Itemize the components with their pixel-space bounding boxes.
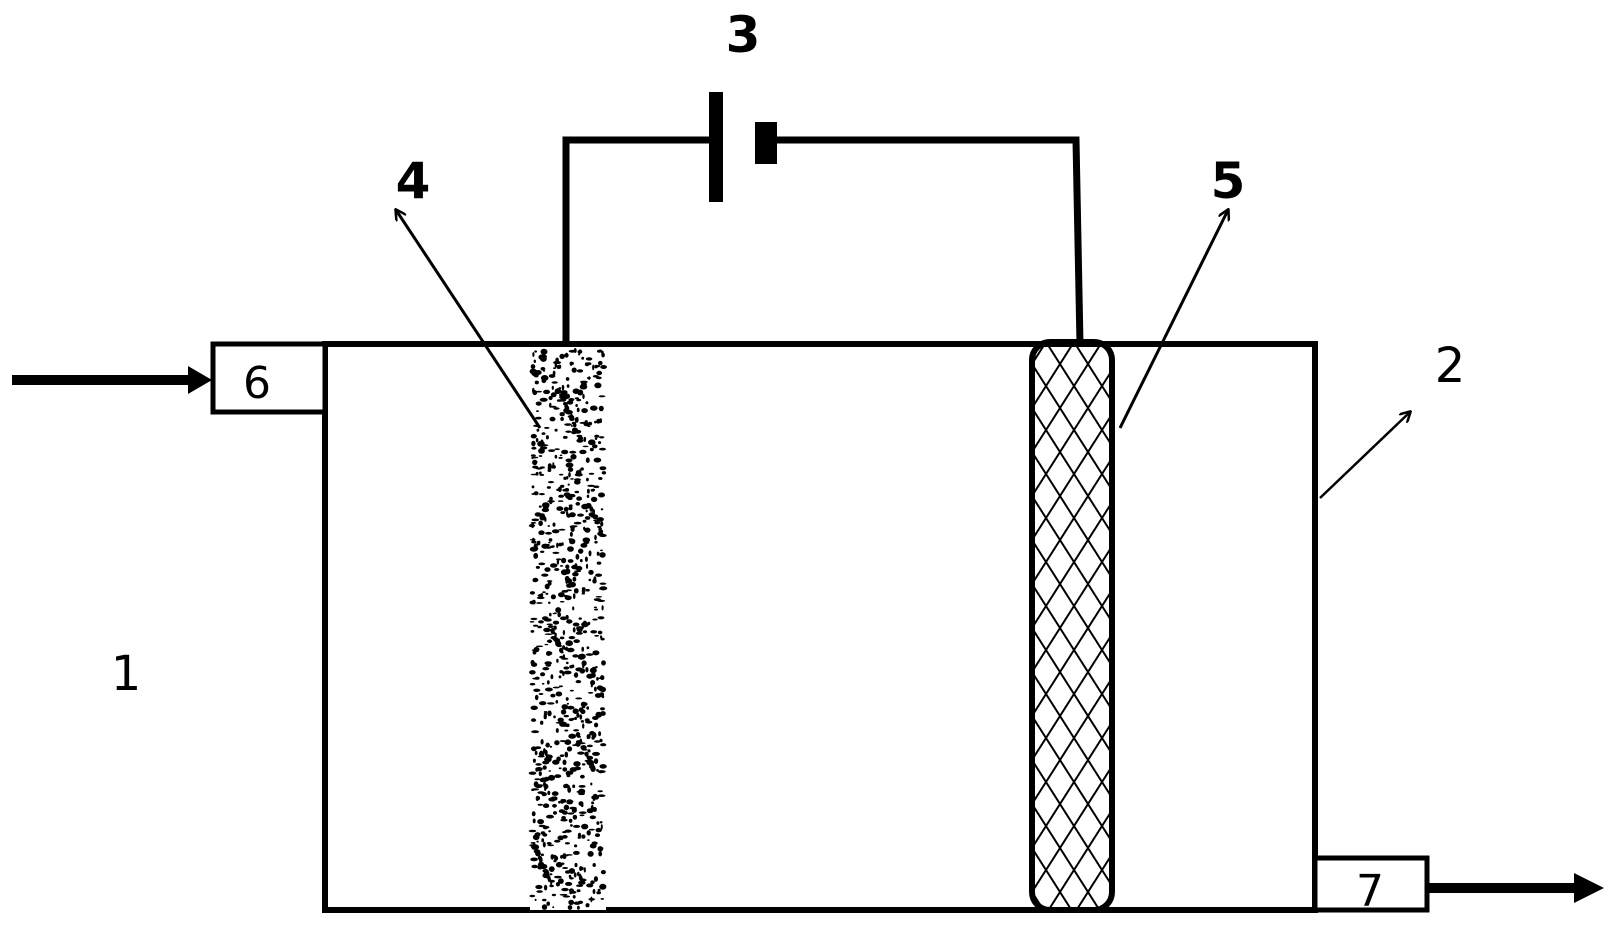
inlet-box xyxy=(210,341,328,415)
label-2: 2 xyxy=(1435,338,1466,394)
outlet-arrow xyxy=(1427,873,1604,903)
label-3: 3 xyxy=(726,6,761,64)
tank-body xyxy=(322,341,1318,913)
porous-electrode xyxy=(528,348,608,910)
label-6: 6 xyxy=(243,358,271,409)
circuit-wire xyxy=(562,136,1084,345)
label-4: 4 xyxy=(396,152,431,210)
outlet-box xyxy=(1312,855,1430,913)
label-7: 7 xyxy=(1356,866,1384,917)
label-5: 5 xyxy=(1211,152,1246,210)
pointer-arrow-5 xyxy=(1118,210,1228,429)
mesh-electrode xyxy=(1029,339,1115,913)
pointer-arrow-4 xyxy=(396,210,542,429)
inlet-arrow xyxy=(12,366,212,394)
pointer-arrow-2 xyxy=(1319,412,1410,499)
label-1: 1 xyxy=(111,646,142,702)
battery-icon xyxy=(709,92,777,202)
